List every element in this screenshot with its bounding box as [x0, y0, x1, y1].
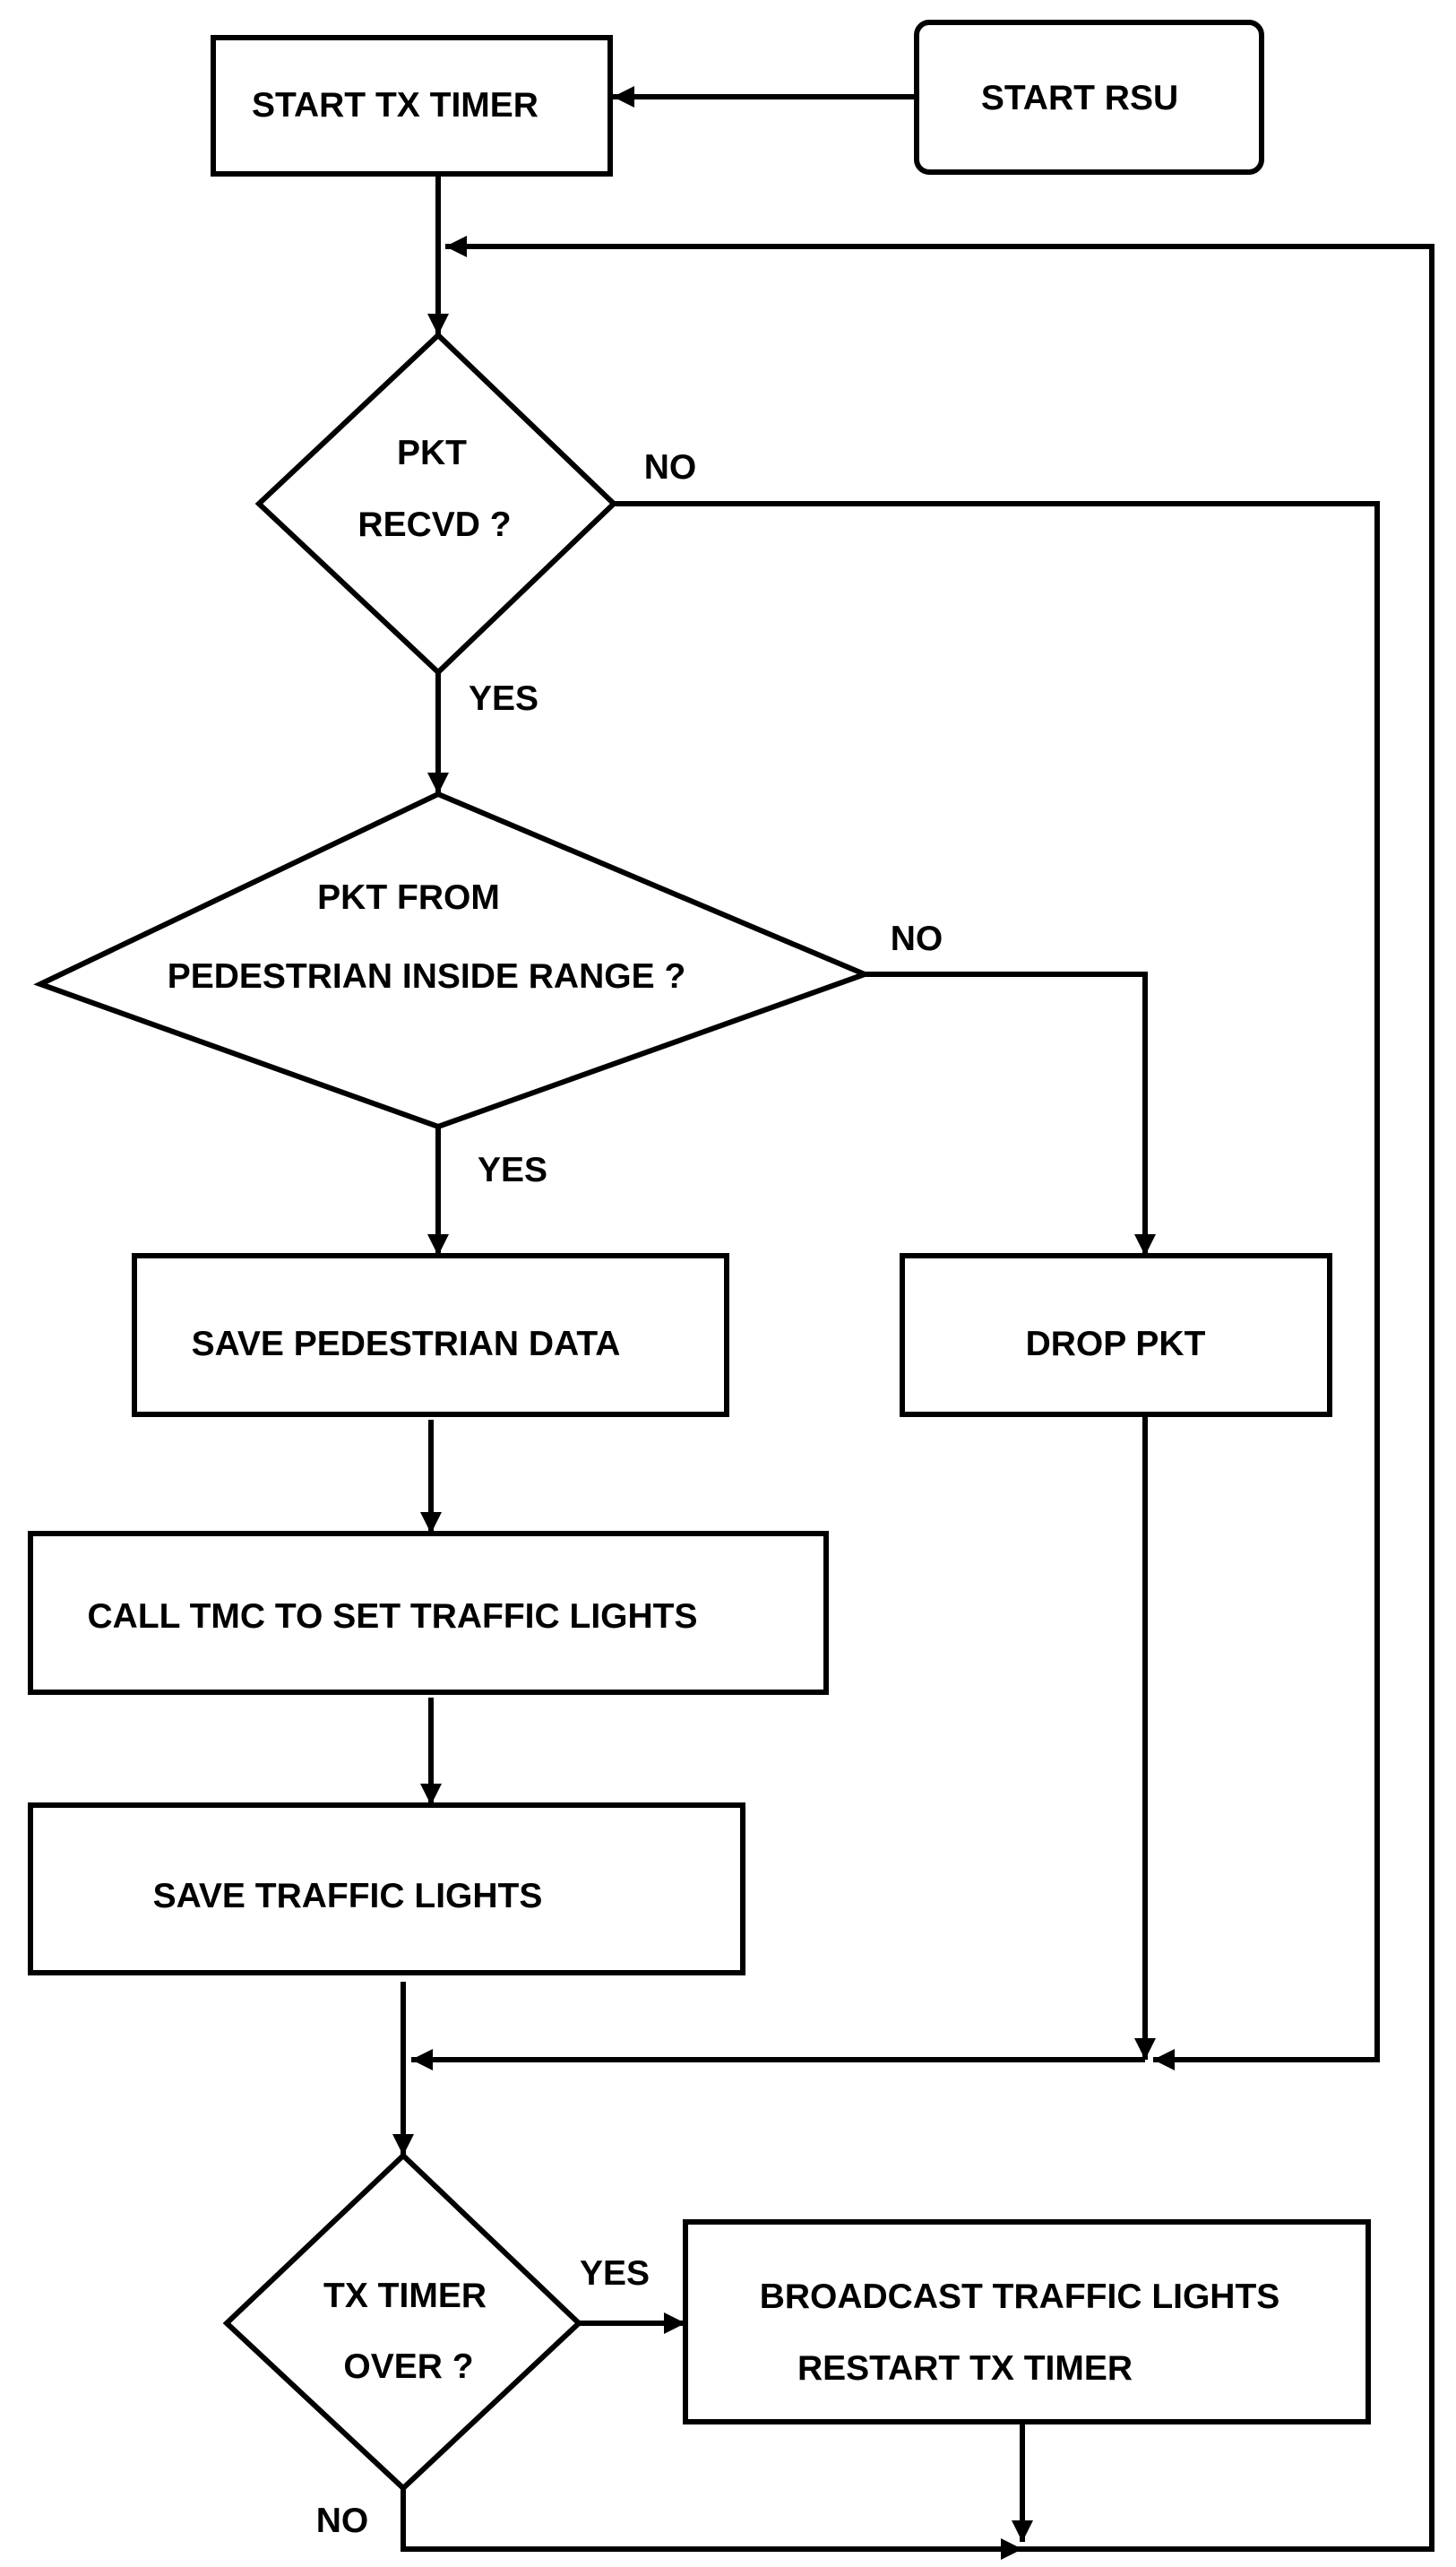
save-traffic-lights-label: SAVE TRAFFIC LIGHTS [153, 1877, 543, 1915]
save-pedestrian-data-node [132, 1253, 729, 1417]
tx-timer-over-label-line2: OVER ? [343, 2347, 473, 2386]
tx-timer-over-label-line1: TX TIMER [323, 2277, 487, 2315]
edge-pkt-recvd-no-loop [614, 501, 1380, 2070]
timer-yes-label: YES [580, 2254, 650, 2293]
pedestrian-label-line2: PEDESTRIAN INSIDE RANGE ? [168, 957, 686, 996]
start-tx-timer-label: START TX TIMER [252, 86, 538, 125]
start-tx-timer-node [211, 35, 613, 177]
start-rsu-label: START RSU [981, 79, 1178, 117]
drop-pkt-node [900, 1253, 1332, 1417]
broadcast-label-line2: RESTART TX TIMER [797, 2349, 1133, 2388]
pkt-recvd-label-line2: RECVD ? [358, 506, 511, 544]
pkt-recvd-decision [254, 331, 618, 677]
pedestrian-yes-label: YES [478, 1151, 547, 1189]
edge-timer-no-bottom [401, 2488, 1022, 2560]
timer-no-label: NO [316, 2502, 369, 2540]
edge-return-loop [445, 236, 1434, 2552]
call-tmc-label: CALL TMC TO SET TRAFFIC LIGHTS [87, 1597, 697, 1636]
edge-pedestrian-no [865, 972, 1156, 1256]
broadcast-label-line1: BROADCAST TRAFFIC LIGHTS [760, 2277, 1280, 2316]
pkt-recvd-label-line1: PKT [397, 434, 467, 472]
broadcast-node [683, 2219, 1371, 2424]
save-pedestrian-data-label: SAVE PEDESTRIAN DATA [192, 1325, 621, 1363]
pkt-recvd-no-label: NO [644, 448, 697, 487]
save-traffic-lights-node [28, 1802, 745, 1975]
tx-timer-over-decision [222, 2151, 583, 2493]
pedestrian-no-label: NO [891, 920, 943, 958]
pedestrian-label-line1: PKT FROM [317, 878, 500, 917]
pkt-recvd-yes-label: YES [469, 679, 538, 718]
drop-pkt-label: DROP PKT [1026, 1325, 1206, 1363]
